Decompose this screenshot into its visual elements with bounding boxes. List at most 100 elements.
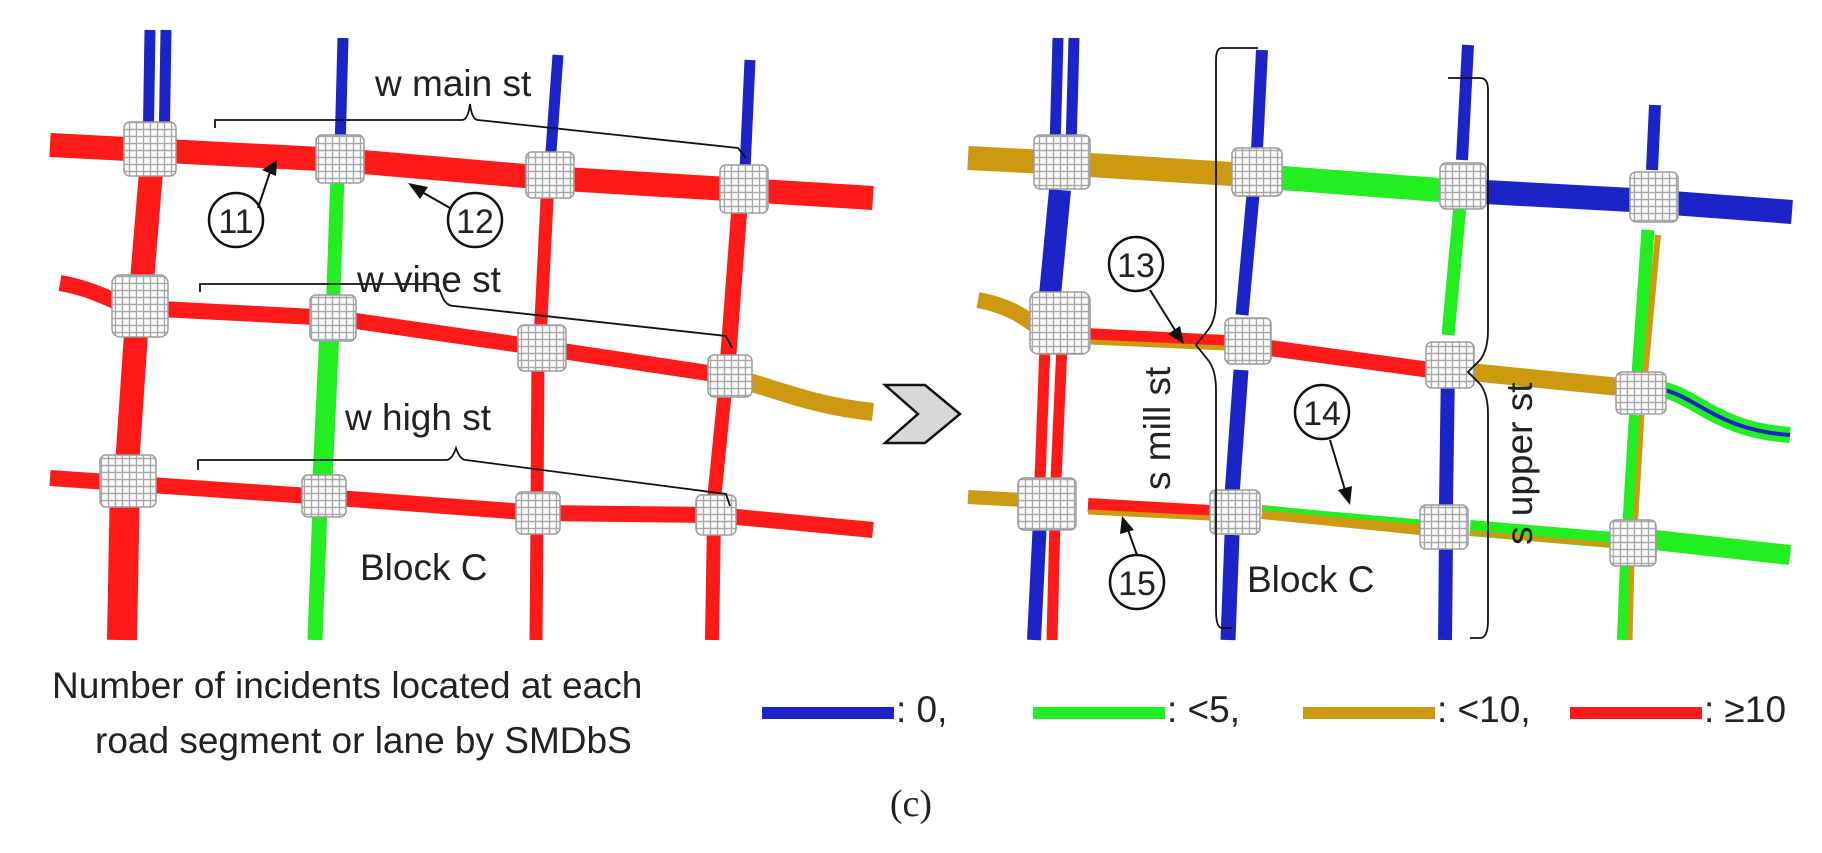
left-map: w main st w vine st w high st Block C 11…	[49, 29, 874, 641]
intersection	[1033, 134, 1091, 190]
intersection	[1425, 341, 1475, 389]
road-segment	[1469, 530, 1613, 548]
callout-13: 13	[1107, 235, 1184, 344]
intersection	[1231, 147, 1283, 197]
callout-12: 12	[408, 183, 504, 249]
street-label: w high st	[344, 397, 492, 438]
road-segment	[1622, 414, 1641, 531]
legend-swatch-ge10	[1570, 707, 1702, 719]
intersection	[111, 274, 169, 338]
legend-label: : <5,	[1167, 689, 1241, 730]
road-segment	[1441, 204, 1467, 336]
intersection	[315, 134, 365, 184]
road-segment	[1027, 519, 1047, 641]
road-segment	[732, 369, 874, 421]
road-segment	[544, 54, 564, 166]
road-segment	[1046, 519, 1061, 641]
road-segment	[1268, 340, 1432, 378]
intersection	[1017, 477, 1077, 531]
street-bracket	[1194, 47, 1258, 629]
street-label: s mill st	[1137, 366, 1178, 490]
road-segment	[1087, 498, 1211, 519]
street-label: w main st	[374, 63, 532, 104]
road-segment	[312, 319, 340, 491]
road-segment	[705, 519, 721, 641]
block-label: Block C	[360, 547, 487, 588]
street-bracket	[199, 283, 733, 349]
road-segment	[529, 519, 544, 641]
road-segment	[1251, 49, 1268, 151]
road-segment	[1220, 534, 1240, 641]
road-segment	[739, 59, 756, 171]
legend-label: : <10,	[1437, 689, 1531, 730]
legend-swatch-zero	[762, 707, 894, 719]
road-segment	[1469, 520, 1613, 548]
road-segment	[334, 37, 349, 151]
intersection	[1609, 519, 1657, 567]
svg-text:13: 13	[1117, 247, 1155, 285]
road-segment	[1039, 188, 1071, 297]
intersection	[695, 494, 737, 536]
road-segment	[139, 300, 730, 384]
legend-label: : 0,	[896, 689, 948, 730]
callout-14: 14	[1293, 383, 1352, 505]
intersection	[99, 454, 157, 508]
right-map: s mill st s upper st Block C 13 14 15	[967, 37, 1793, 641]
block-label: Block C	[1247, 559, 1374, 600]
legend-title-line: road segment or lane by SMDbS	[95, 720, 632, 761]
road-segment	[1664, 388, 1791, 437]
road-segment	[1050, 344, 1068, 481]
intersection	[301, 474, 347, 518]
legend-swatch-lt10	[1303, 707, 1435, 719]
svg-text:15: 15	[1118, 565, 1156, 603]
intersection	[1029, 291, 1091, 355]
street-bracket	[197, 445, 731, 507]
road-segment	[720, 199, 748, 361]
street-label: s upper st	[1499, 382, 1540, 545]
callout-15: 15	[1108, 516, 1166, 611]
svg-text:12: 12	[456, 203, 494, 241]
road-segment	[1653, 530, 1792, 565]
intersection	[517, 324, 567, 372]
road-segment	[530, 354, 545, 511]
road-segment	[1224, 369, 1249, 496]
road-segment	[1281, 166, 1441, 202]
road-segment	[1627, 559, 1635, 641]
intersection	[1419, 504, 1469, 550]
road-segment	[1261, 505, 1421, 535]
road-segment	[1034, 344, 1051, 481]
road-segment	[967, 490, 1026, 507]
road-segment	[967, 146, 1046, 174]
road-segment	[533, 179, 555, 341]
road-segment	[1065, 37, 1080, 151]
intersection	[123, 121, 177, 177]
road-segment	[1084, 328, 1226, 349]
street-bracket	[1448, 77, 1489, 639]
road-segment	[1642, 234, 1661, 376]
road-segment	[1438, 539, 1453, 641]
street-bracket	[214, 103, 747, 159]
intersection	[1439, 162, 1487, 210]
road-segment	[1087, 509, 1211, 521]
svg-text:14: 14	[1303, 395, 1341, 433]
road-segment	[1631, 229, 1655, 376]
intersection	[1615, 371, 1667, 415]
road-segment	[326, 159, 345, 306]
chevron-right-icon	[881, 383, 962, 445]
legend-label: : ≥10	[1704, 689, 1787, 730]
road-segment	[1089, 153, 1233, 186]
intersection	[515, 491, 561, 535]
road-segment	[976, 292, 1040, 332]
road-segment	[1235, 194, 1260, 316]
intersection	[1209, 489, 1261, 535]
svg-text:11: 11	[218, 203, 253, 241]
road-segment	[1646, 104, 1661, 171]
intersection	[1224, 317, 1272, 365]
intersection	[719, 164, 769, 214]
road-segment	[1261, 505, 1421, 525]
road-segment	[49, 470, 874, 538]
road-segment	[1456, 44, 1474, 161]
road-segment	[1632, 414, 1645, 531]
intersection	[525, 151, 575, 199]
